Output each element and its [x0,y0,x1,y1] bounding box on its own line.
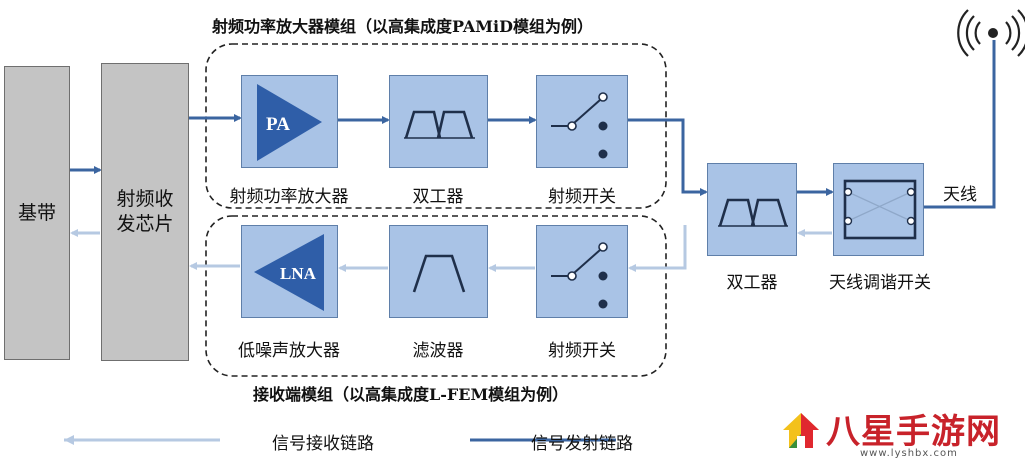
duplexer-main-label: 双工器 [726,273,778,293]
lna-label: 低噪声放大器 [238,341,340,361]
rx-module-title: 接收端模组（以高集成度L-FEM模组为例） [253,385,569,404]
lna-block: LNA [241,225,338,318]
duplexer-tx-label: 双工器 [412,187,464,207]
rx-module-group-box [205,215,667,377]
tx-module-title: 射频功率放大器模组（以高集成度PAMiD模组为例） [212,17,593,36]
watermark-logo-icon [780,410,822,452]
pa-label: 射频功率放大器 [229,187,349,207]
duplexer-icon [718,198,788,227]
transceiver-block: 射频收发芯片 [101,63,189,361]
filter-label: 滤波器 [412,341,464,361]
tuner-label: 天线调谐开关 [829,273,931,293]
legend-rx-label: 信号接收链路 [272,434,374,454]
switch-tx-block [536,75,628,168]
pa-block: PA [241,75,338,168]
transceiver-label: 射频收发芯片 [116,188,174,235]
baseband-block: 基带 [4,66,70,360]
switch-tx-label: 射频开关 [548,187,616,207]
rx-signal-path [70,225,832,272]
pa-triangle-icon: PA [257,84,322,161]
lna-triangle-icon: LNA [254,234,324,311]
switch-rx-block [536,225,628,318]
tx-module-group-box [205,43,667,209]
duplexer-tx-block [389,75,488,168]
pa-glyph-text: PA [266,114,290,135]
tuner-switch-icon [843,179,917,240]
switch-icon [551,242,608,309]
baseband-label: 基带 [17,201,56,224]
lna-glyph-text: LNA [280,264,317,283]
duplexer-icon [404,110,475,139]
watermark-brand: 八星手游网 [826,412,1001,452]
filter-block [389,225,488,318]
watermark-url: www.lyshbx.com [860,448,958,459]
legend-tx-label: 信号发射链路 [531,434,633,454]
switch-rx-label: 射频开关 [548,341,616,361]
duplexer-main-block [707,163,797,256]
switch-icon [551,92,608,159]
antenna-label: 天线 [943,185,977,205]
legend-rx-arrowhead [64,435,74,445]
filter-icon [412,254,466,293]
tx-signal-path [70,40,996,209]
antenna-icon [957,9,1025,57]
tuner-block [833,163,924,256]
